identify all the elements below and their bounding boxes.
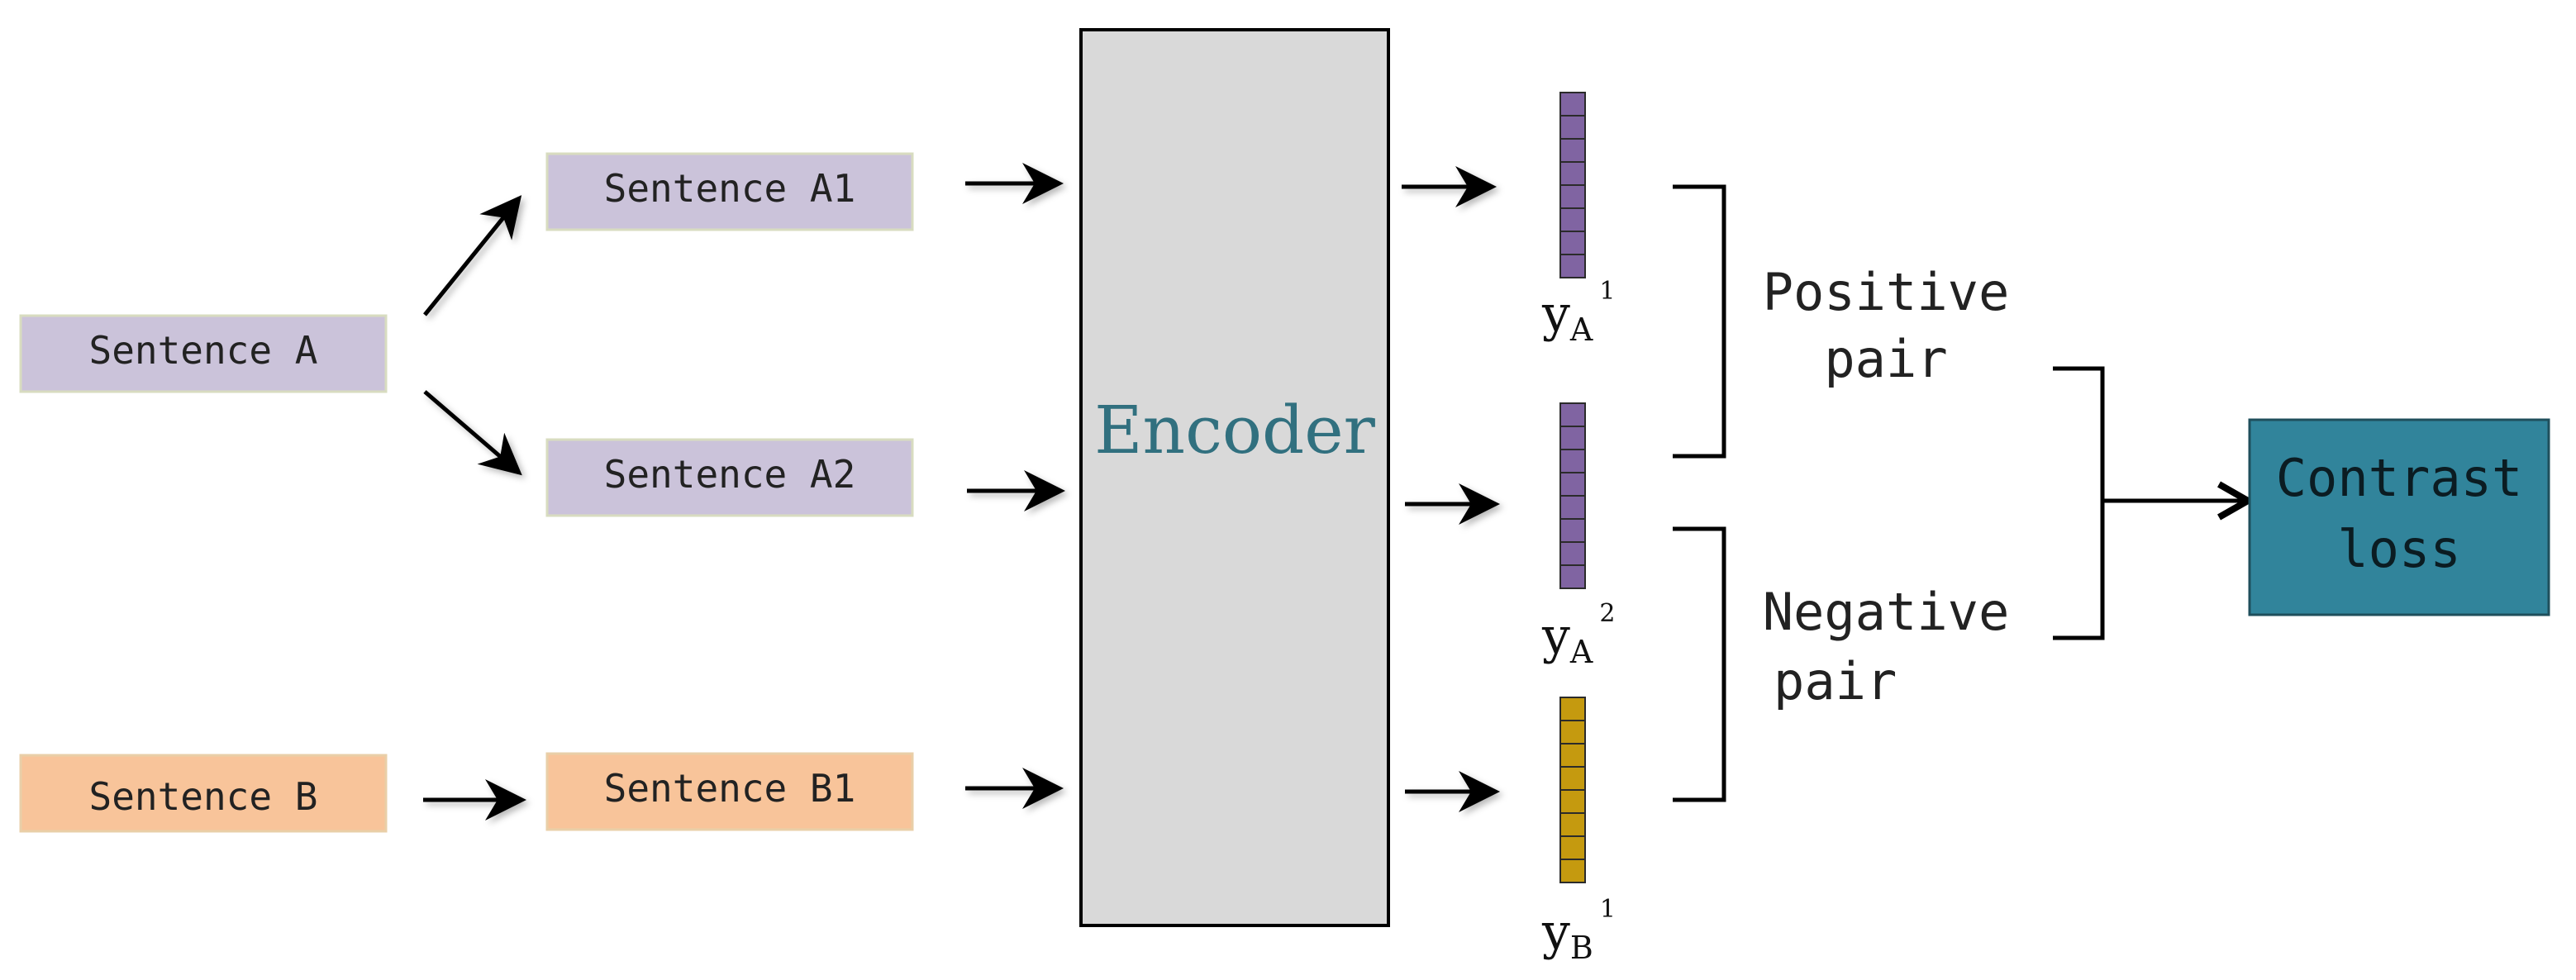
vector-cell [1559, 766, 1586, 791]
vector-ya1 [1559, 92, 1586, 278]
sentence-a-box: Sentence A [19, 314, 388, 393]
sentence-a1-label: Sentence A1 [604, 166, 856, 211]
contrast-loss-line2: loss [2337, 519, 2460, 579]
vector-cell [1559, 449, 1586, 473]
vector-cell [1559, 426, 1586, 450]
vector-cell [1559, 743, 1586, 768]
merge-bracket [2053, 366, 2105, 640]
vector-cell [1559, 697, 1586, 721]
vector-cell [1559, 161, 1586, 186]
vector-cell [1559, 254, 1586, 278]
vector-cell [1559, 812, 1586, 837]
vector-yb1 [1559, 697, 1586, 883]
vector-cell [1559, 495, 1586, 520]
arrow-a-to-a1 [423, 195, 522, 316]
label-ya2: yA2 [1541, 599, 1615, 670]
vector-cell [1559, 115, 1586, 140]
vector-cell [1559, 720, 1586, 745]
label-ya1: yA1 [1541, 277, 1615, 348]
negative-bracket [1673, 526, 1726, 802]
encoder-label: Encoder [1094, 392, 1375, 469]
vector-cell [1559, 138, 1586, 163]
vector-cell [1559, 859, 1586, 883]
vector-cell [1559, 835, 1586, 860]
positive-bracket [1673, 184, 1726, 459]
vector-ya2 [1559, 402, 1586, 589]
vector-cell [1559, 207, 1586, 232]
sentence-a1-box: Sentence A1 [545, 152, 914, 231]
sentence-b-box: Sentence B [19, 754, 388, 833]
vector-cell [1559, 518, 1586, 543]
contrast-loss-box: Contrast loss [2248, 418, 2550, 616]
positive-pair-line2: pair [1824, 329, 1947, 389]
encoder-block: Encoder [1079, 28, 1390, 927]
vector-cell [1559, 92, 1586, 117]
sentence-a2-label: Sentence A2 [604, 452, 856, 497]
negative-pair-line2: pair [1774, 651, 1897, 711]
label-yb1: yB1 [1541, 895, 1616, 966]
sentence-a-label: Sentence A [89, 328, 318, 373]
vector-cell [1559, 789, 1586, 814]
sentence-a2-box: Sentence A2 [545, 438, 914, 517]
vector-cell [1559, 184, 1586, 209]
sentence-b-label: Sentence B [89, 774, 318, 819]
vector-cell [1559, 541, 1586, 566]
vector-cell [1559, 472, 1586, 497]
sentence-b1-box: Sentence B1 [545, 752, 914, 831]
sentence-b1-label: Sentence B1 [604, 766, 856, 811]
contrast-loss-line1: Contrast [2276, 448, 2523, 508]
vector-cell [1559, 231, 1586, 255]
vector-cell [1559, 564, 1586, 589]
vector-cell [1559, 402, 1586, 427]
arrow-a-to-a2 [423, 390, 522, 476]
negative-pair-line1: Negative [1763, 582, 2010, 642]
positive-pair-line1: Positive [1763, 262, 2010, 322]
